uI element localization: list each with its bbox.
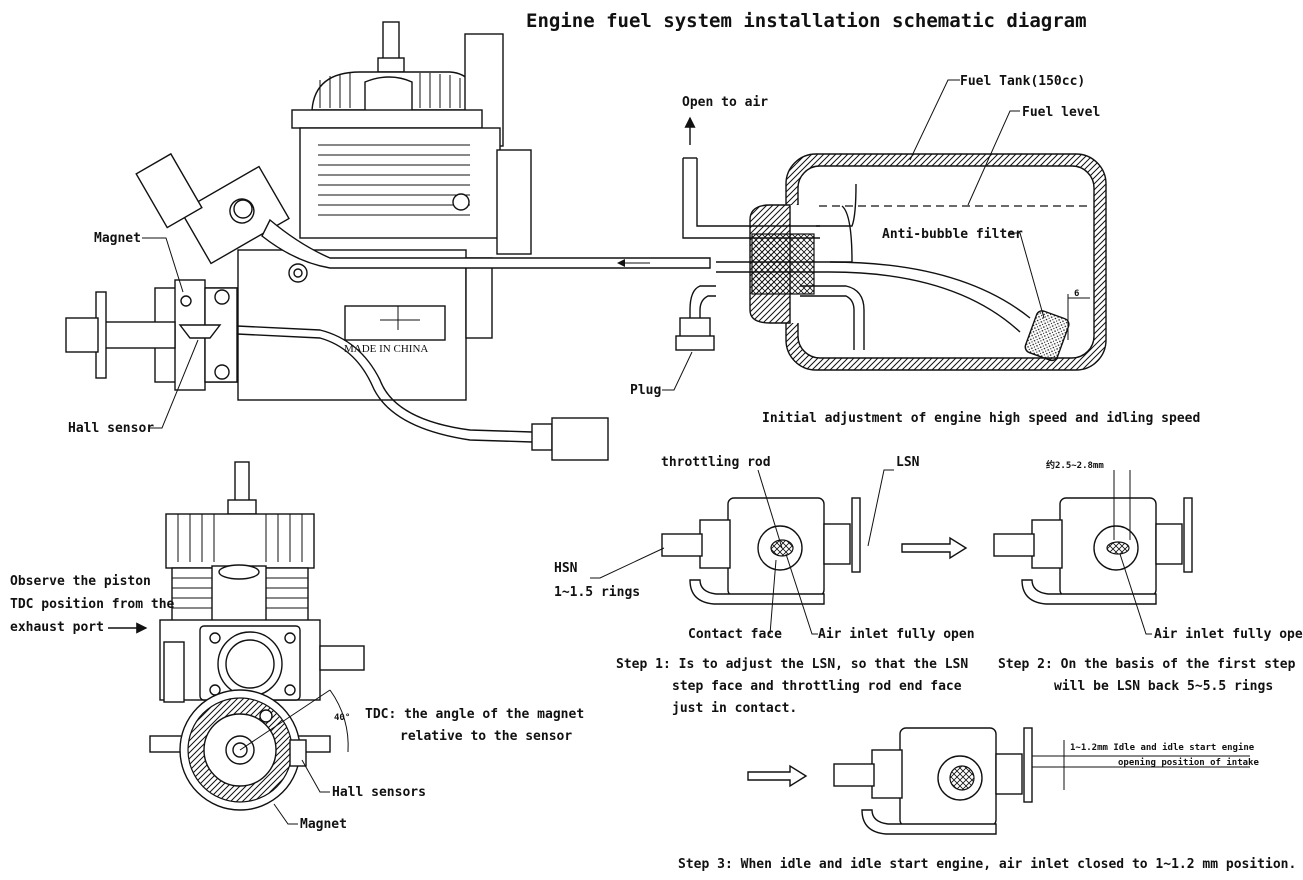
engine-front-view <box>149 461 365 811</box>
air-inlet-open-label-2: Air inlet fully open <box>1154 627 1303 642</box>
step2-carburetor <box>993 470 1193 605</box>
throttling-rod-label: throttling rod <box>661 455 771 470</box>
fuel-tank <box>675 153 1107 371</box>
fuel-tank-label: Fuel Tank(150cc) <box>960 74 1085 89</box>
diagram-title: Engine fuel system installation schemati… <box>526 10 1087 32</box>
step1-carburetor <box>661 497 861 605</box>
idle-dimension-line-1: 1~1.2mm Idle and idle start engine <box>1070 742 1255 753</box>
initial-adjustment-heading: Initial adjustment of engine high speed … <box>762 411 1200 426</box>
hall-sensors-label: Hall sensors <box>332 785 426 800</box>
step1-line-3: just in contact. <box>672 701 797 716</box>
plug-label: Plug <box>630 383 661 398</box>
hall-sensor-label: Hall sensor <box>68 421 154 436</box>
step1-to-step2-arrow <box>901 536 968 560</box>
step1-line-1: Step 1: Is to adjust the LSN, so that th… <box>616 657 968 672</box>
hsn-label: HSN <box>554 561 578 576</box>
step2-line-1: Step 2: On the basis of the first step <box>998 657 1296 672</box>
observe-line-1: Observe the piston <box>10 574 151 589</box>
engine-side-view: MADE IN CHINA <box>65 21 711 461</box>
gap-dimension-label: 约2.5~2.8mm <box>1046 459 1104 471</box>
lsn-label: LSN <box>896 455 920 470</box>
observe-line-2: TDC position from the <box>10 597 175 612</box>
hsn-rings-label: 1~1.5 rings <box>554 585 640 600</box>
angle-label: 40° <box>334 713 350 723</box>
step1-line-2: step face and throttling rod end face <box>672 679 962 694</box>
magnet-label-top: Magnet <box>94 231 141 246</box>
open-to-air-label: Open to air <box>682 95 768 110</box>
air-inlet-open-label-1: Air inlet fully open <box>818 627 975 642</box>
step2-to-step3-arrow <box>747 764 808 788</box>
contact-face-label: Contact face <box>688 627 782 642</box>
step3-carburetor <box>833 727 1250 835</box>
idle-dimension-line-2: opening position of intake <box>1118 757 1259 768</box>
magnet-label-bottom: Magnet <box>300 817 347 832</box>
filter-gap-dimension: 6 <box>1074 289 1079 299</box>
made-in-china-stamp: MADE IN CHINA <box>344 343 428 355</box>
anti-bubble-filter-label: Anti-bubble filter <box>882 227 1023 242</box>
tdc-line-2: relative to the sensor <box>400 729 572 744</box>
step3-text: Step 3: When idle and idle start engine,… <box>678 857 1296 872</box>
fuel-level-label: Fuel level <box>1022 105 1100 120</box>
step2-line-2: will be LSN back 5~5.5 rings <box>1054 679 1273 694</box>
tdc-line-1: TDC: the angle of the magnet <box>365 707 584 722</box>
observe-line-3: exhaust port <box>10 620 104 635</box>
